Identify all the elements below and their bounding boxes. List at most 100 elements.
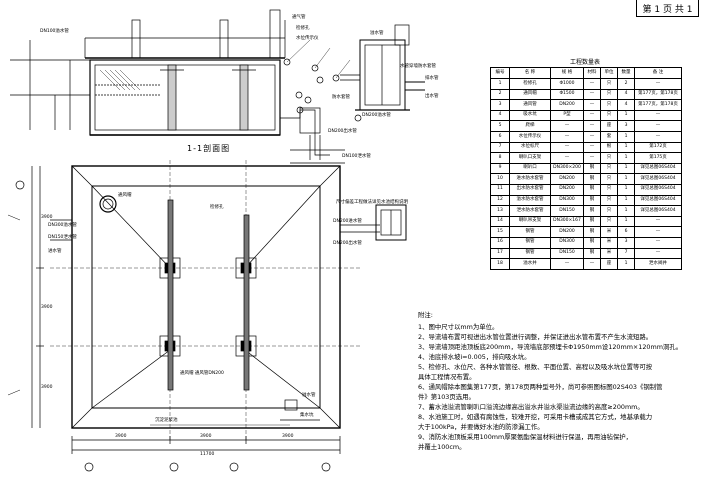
table-cell: Φ1500 (550, 88, 584, 101)
notes: 附注: 1、图中尺寸以mm为单位。2、导流墙布置可视进出水管位置进行调整，并保证… (418, 310, 688, 452)
label-plan-vent-cap-2: 通风帽 通风管DN200 (180, 371, 224, 376)
table-cell: 出水防水套管 (509, 183, 551, 196)
table-cell: 9 (490, 162, 510, 175)
page-indicator: 第 1 页 共 1 (636, 0, 699, 17)
note-item: 2、导流墙布置可视进出水管位置进行调整，并保证进出水管布置不产生水流短路。 (418, 333, 653, 341)
table-cell: 只 (600, 194, 618, 207)
table-cell: 1 (617, 173, 635, 185)
plan-view (7, 160, 407, 472)
table-cell: 进水防水套管 (509, 173, 551, 185)
table-cell: 详见总图06S404 (634, 183, 682, 196)
table-cell: 通风帽 (509, 88, 551, 101)
table-cell: 3 (617, 120, 635, 132)
table-cell: 钢管 (509, 226, 551, 238)
dim-bottom-1: 3900 (115, 434, 127, 439)
table-cell: DN200 (550, 226, 584, 238)
table-cell: 钢 (583, 162, 601, 175)
table-cell: — (634, 236, 682, 249)
note-item: 4、池底排水坡i=0.005，排向吸水坑。 (418, 353, 531, 361)
note-item: 7、蓄水池溢流管喇叭口溢流边缘高出溢水井溢水渠溢流边缘的高度≥200mm。 (418, 403, 644, 411)
table-cell: — (583, 109, 601, 122)
page-indicator-label: 第 1 页 共 1 (642, 4, 693, 15)
table-cell: 第175页 (634, 152, 682, 164)
label-wall-sleeve: 水管穿墙防水套管 (400, 64, 436, 69)
table-cell: 11 (490, 183, 510, 196)
table-cell: — (634, 247, 682, 260)
table-cell: 第177页，第178页 (634, 88, 682, 101)
table-cell: 水位传示仪 (509, 130, 551, 143)
dim-total: 11700 (200, 452, 215, 457)
label-plan-inlet: DN200进水管 (333, 219, 362, 224)
label-plan-sediment: 沉淀泥浆池 (155, 418, 178, 423)
table-cell: 钢管 (509, 247, 551, 260)
table-cell: DN150 (550, 205, 584, 217)
table-cell: 1 (617, 194, 635, 207)
table-cell: 只 (600, 99, 618, 111)
table-cell: 1 (617, 183, 635, 196)
label-outlet: DN200出水管 (328, 129, 357, 134)
table-cell: Φ1000 (550, 78, 584, 90)
table-cell: 4 (617, 99, 635, 111)
table-cell: 6 (617, 226, 635, 238)
table-cell: — (634, 109, 682, 122)
label-plan-outlet: DN200出水管 (333, 241, 362, 246)
table-cell: 座 (600, 120, 618, 132)
label-plan-manhole: 检修孔 (210, 205, 224, 210)
table-cell: DN300 (550, 236, 584, 249)
table-cell: — (634, 78, 682, 90)
note-item: 具体工程情况布置。 (418, 373, 476, 381)
label-vent-pipe: 通气管 (292, 15, 306, 20)
table-cell: — (634, 226, 682, 238)
table-cell: 18 (490, 258, 510, 270)
table-cell: 钢 (583, 173, 601, 185)
table-cell: — (583, 120, 601, 132)
table-cell: 7 (490, 141, 510, 154)
table-cell: 第172页 (634, 141, 682, 154)
table-cell: 喇叭口 (509, 162, 551, 175)
table-cell: 4 (617, 88, 635, 101)
table-cell: 第177页，第178页 (634, 99, 682, 111)
col-no: 编号 (490, 67, 510, 79)
table-cell: 泄水防水套管 (509, 205, 551, 217)
table-cell: 喇叭口支架 (509, 152, 551, 164)
table-cell: 详见总图06S404 (634, 162, 682, 175)
notes-heading: 附注: (418, 311, 433, 319)
table-cell: 详见总图06S404 (634, 194, 682, 207)
table-cell: 16 (490, 236, 510, 249)
table-cell: 只 (600, 152, 618, 164)
table-cell: 钢 (583, 236, 601, 249)
table-cell: 13 (490, 205, 510, 217)
table-cell: 溢水防水套管 (509, 194, 551, 207)
label-plan-drain: DN150泄水管 (48, 235, 77, 240)
table-cell: — (550, 258, 584, 270)
table-cell: 检修孔 (509, 78, 551, 90)
table-cell: 详见总图06S404 (634, 173, 682, 185)
note-item: 大于100kPa，并要做好水池的防渗漏工作。 (418, 423, 544, 431)
table-cell: — (583, 258, 601, 270)
table-cell: 吸水坑 (509, 109, 551, 122)
table-cell: 米 (600, 226, 618, 238)
table-cell: 8 (490, 152, 510, 164)
table-cell: 6 (490, 130, 510, 143)
table-cell: 14 (490, 215, 510, 228)
label-waterproof-sleeve: 防水套管 (332, 95, 350, 100)
label-drain: 排水管 (425, 76, 439, 81)
table-cell: — (583, 141, 601, 154)
table-cell: 15 (490, 226, 510, 238)
table-cell: 2 (490, 88, 510, 101)
table-cell: 通风管 (509, 99, 551, 111)
label-manhole: 检修孔 (296, 26, 310, 31)
table-cell: 1 (490, 78, 510, 90)
